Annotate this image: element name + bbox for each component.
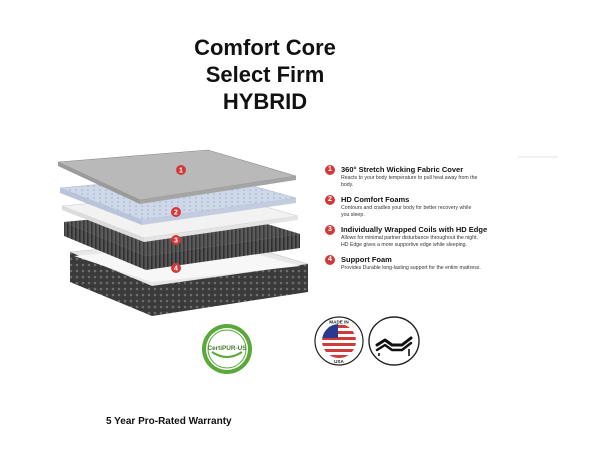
feature-number: 4 (325, 255, 335, 265)
feature-number: 1 (325, 165, 335, 175)
feature-list: 1 360° Stretch Wicking Fabric Cover Reac… (325, 165, 585, 278)
title-line-1: Comfort Core (194, 35, 336, 60)
feature-number: 2 (325, 195, 335, 205)
layer-marker-4-label: 4 (174, 266, 178, 273)
feature-title: Support Foam (341, 255, 392, 264)
feature-title: Individually Wrapped Coils with HD Edge (341, 225, 488, 234)
layer-marker-1-label: 1 (179, 168, 183, 175)
warranty-text: 5 Year Pro-Rated Warranty (106, 416, 232, 427)
us-flag-icon (322, 324, 356, 358)
mattress-layers-illustration: 1 2 3 4 (56, 149, 309, 316)
feature-number: 3 (325, 225, 335, 235)
title-line-3: HYBRID (222, 89, 308, 114)
leaf-icon (211, 351, 243, 358)
certipur-badge: CertiPUR-US (202, 324, 252, 374)
adjustable-base-icon (368, 316, 420, 366)
feature-title: 360° Stretch Wicking Fabric Cover (341, 165, 464, 174)
feature-description: Allows for minimal partner disturbance t… (341, 235, 478, 248)
feature-item: 3 Individually Wrapped Coils with HD Edg… (325, 225, 585, 249)
layer-marker-2: 2 (171, 207, 181, 217)
layer-marker-3: 3 (171, 235, 181, 245)
feature-title: HD Comfort Foams (341, 195, 410, 204)
layer-marker-2-label: 2 (174, 210, 178, 217)
faint-line (518, 156, 558, 158)
layer-marker-1: 1 (176, 165, 186, 175)
feature-description: Contours and cradles your body for bette… (341, 205, 472, 218)
made-in-usa-badge: MADE IN USA (314, 316, 364, 366)
feature-description: Reacts to your body temperature to pull … (341, 175, 478, 188)
layer-marker-4: 4 (171, 263, 181, 273)
made-in-label: MADE IN (329, 319, 349, 324)
title-line-2: Select Firm (205, 62, 325, 87)
feature-item: 2 HD Comfort Foams Contours and cradles … (325, 195, 585, 219)
layer-cover (56, 149, 297, 204)
layer-marker-3-label: 3 (174, 238, 178, 245)
product-title: Comfort Core Select Firm HYBRID (170, 34, 360, 115)
feature-item: 1 360° Stretch Wicking Fabric Cover Reac… (325, 165, 585, 189)
feature-description: Provides Durable long-lasting support fo… (341, 265, 481, 271)
usa-label: USA (334, 359, 344, 364)
feature-item: 4 Support Foam Provides Durable long-las… (325, 255, 585, 272)
certipur-label: CertiPUR-US (207, 345, 247, 352)
